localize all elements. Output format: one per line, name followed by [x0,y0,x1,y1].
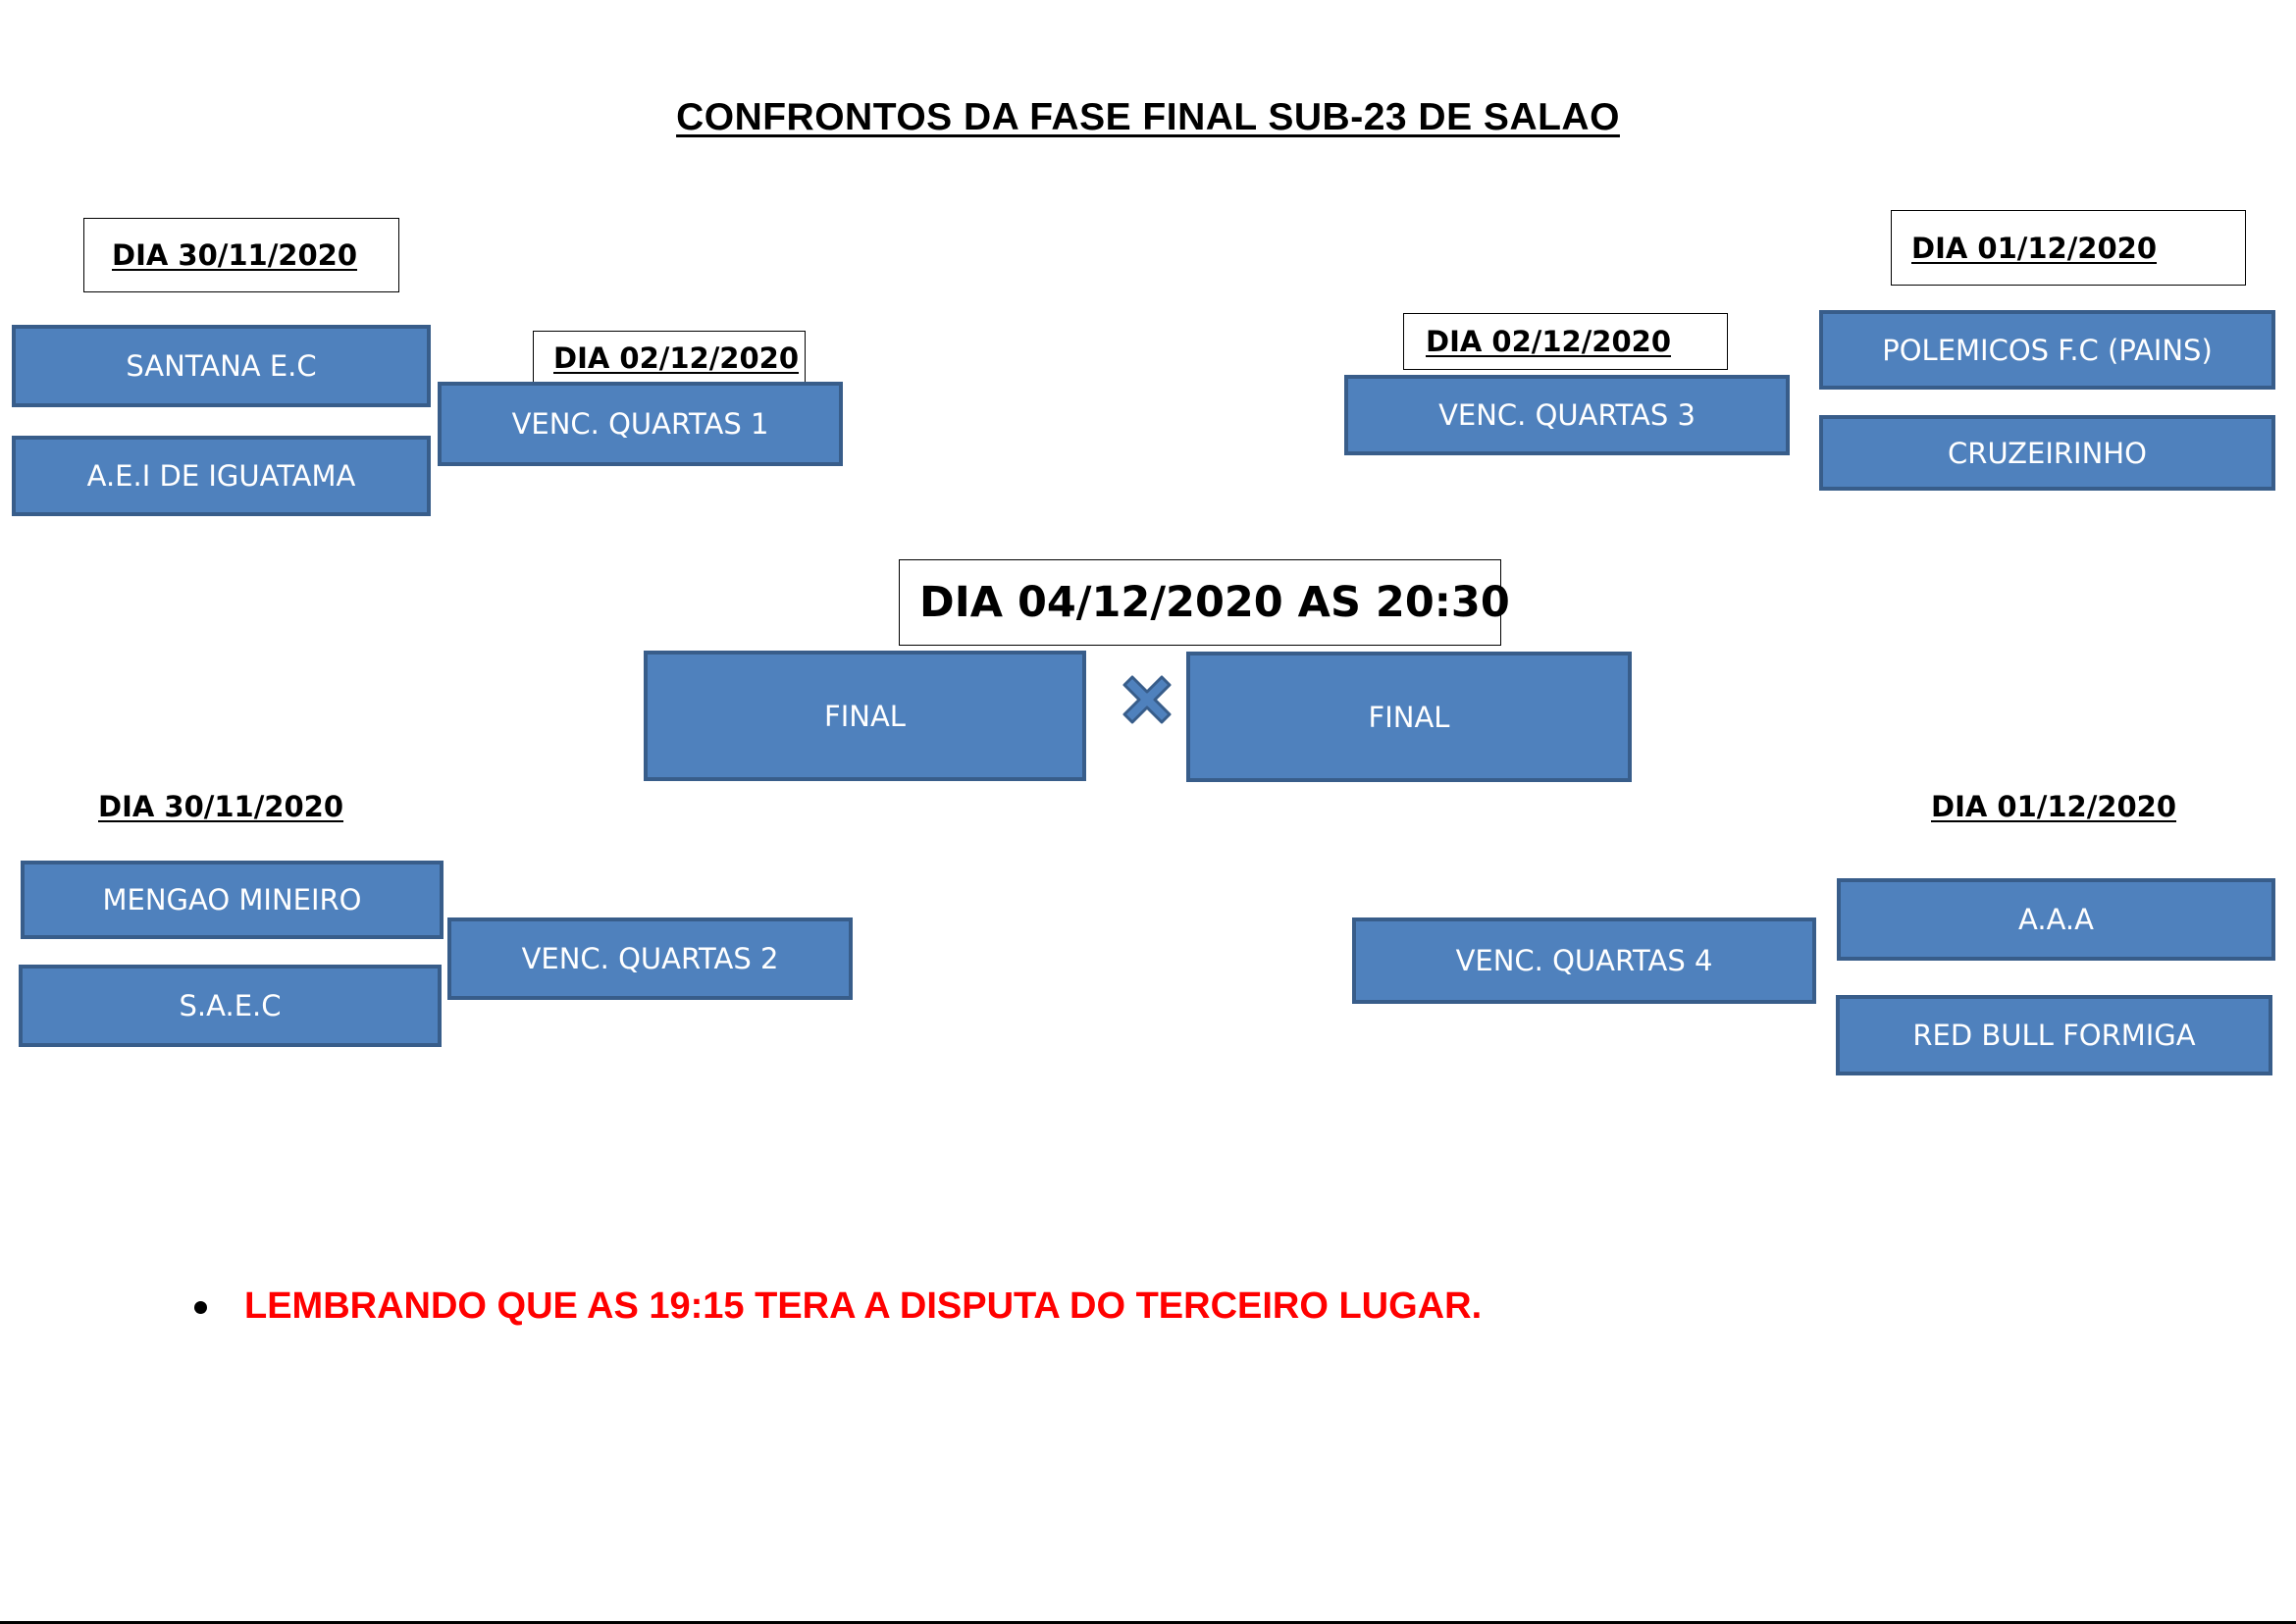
team-box-mengao-mineiro: MENGAO MINEIRO [21,861,444,939]
semi-box-quartas-2: VENC. QUARTAS 2 [447,917,853,1000]
team-box-santana: SANTANA E.C [12,325,431,407]
team-box-aei-iguatama: A.E.I DE IGUATAMA [12,436,431,516]
semi-box-quartas-3: VENC. QUARTAS 3 [1344,375,1790,455]
semi-box-quartas-4: VENC. QUARTAS 4 [1352,917,1816,1004]
date-label-left-bottom: DIA 30/11/2020 [98,790,344,823]
team-box-cruzeirinho: CRUZEIRINHO [1819,415,2275,491]
date-box-right-top: DIA 01/12/2020 [1891,210,2246,286]
bullet-icon [194,1301,207,1314]
page-bottom-edge [0,1621,2296,1624]
x-icon [1122,675,1172,724]
team-box-red-bull-formiga: RED BULL FORMIGA [1836,995,2272,1075]
final-box-right: FINAL [1186,652,1632,782]
team-box-saec: S.A.E.C [19,965,442,1047]
team-box-aaa: A.A.A [1837,878,2275,961]
date-box-semi-3: DIA 02/12/2020 [1403,313,1728,370]
final-box-left: FINAL [644,651,1086,781]
semi-box-quartas-1: VENC. QUARTAS 1 [438,382,843,466]
final-date-box: DIA 04/12/2020 AS 20:30 [899,559,1510,646]
date-box-left-top: DIA 30/11/2020 [83,218,399,292]
third-place-note: LEMBRANDO QUE AS 19:15 TERA A DISPUTA DO… [244,1285,1483,1327]
page-title: CONFRONTOS DA FASE FINAL SUB-23 DE SALAO [676,96,1620,138]
date-box-semi-1: DIA 02/12/2020 [533,331,806,385]
team-box-polemicos: POLEMICOS F.C (PAINS) [1819,310,2275,390]
date-label-right-bottom: DIA 01/12/2020 [1931,790,2177,823]
